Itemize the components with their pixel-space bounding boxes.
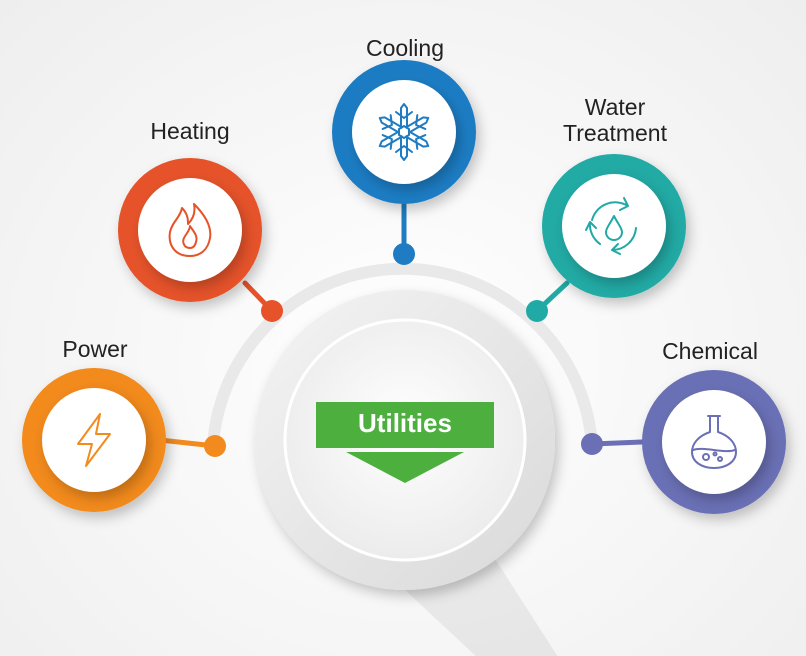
power-node xyxy=(22,368,166,512)
cooling-label: Cooling xyxy=(366,35,444,61)
cooling-connector-dot xyxy=(393,243,415,265)
power-label: Power xyxy=(62,336,128,362)
lightning-icon xyxy=(77,413,111,467)
outer-arc xyxy=(207,262,598,446)
flask-icon xyxy=(691,415,737,469)
power-connector-dot xyxy=(204,435,226,457)
flame-icon xyxy=(168,203,212,257)
heating-connector-dot xyxy=(261,300,283,322)
chemical-connector-dot xyxy=(581,433,603,455)
water-connector-dot xyxy=(526,300,548,322)
water-recycle-icon xyxy=(585,197,637,255)
water-treatment-label: Water Treatment xyxy=(563,94,667,146)
heating-label: Heating xyxy=(150,118,230,144)
water-node xyxy=(542,154,686,298)
chemical-node xyxy=(642,370,786,514)
cooling-node xyxy=(332,60,476,204)
chemical-label: Chemical xyxy=(662,338,758,364)
center-title: Utilities xyxy=(358,408,452,438)
utilities-banner xyxy=(316,402,494,483)
heating-node xyxy=(118,158,262,302)
snowflake-icon xyxy=(378,103,430,161)
